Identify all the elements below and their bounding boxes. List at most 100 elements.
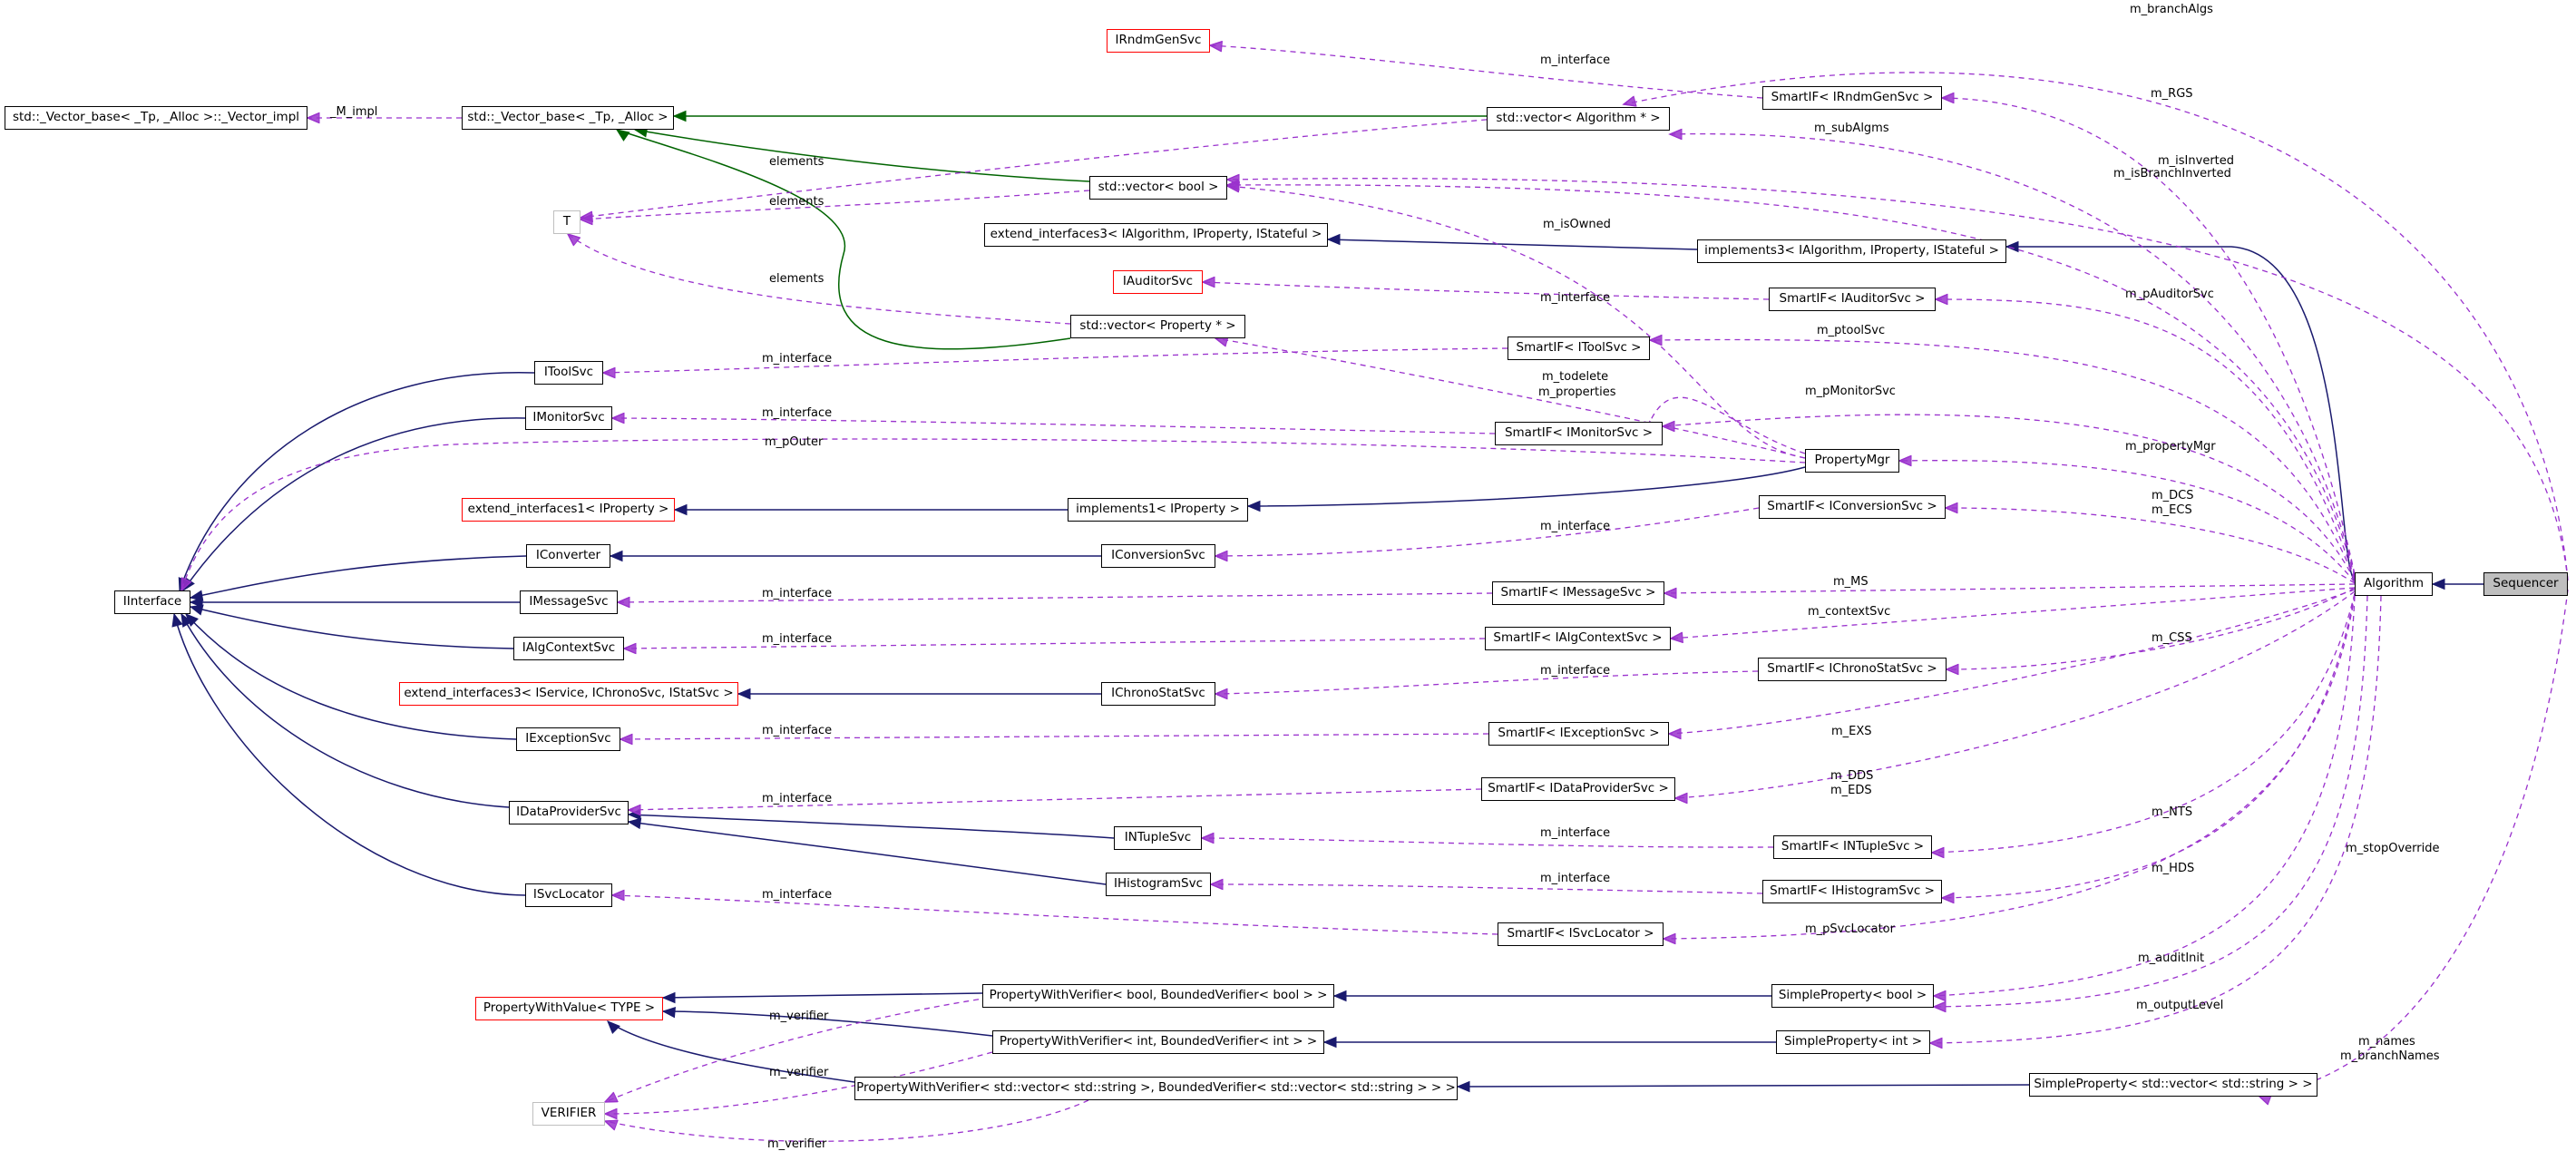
node-smartif-imessagesvc[interactable]: SmartIF< IMessageSvc > — [1492, 581, 1664, 605]
edge-propertymgr-iinterface — [181, 438, 1806, 592]
node-vector-base[interactable]: std::_Vector_base< _Tp, _Alloc > — [462, 106, 674, 130]
node-ichronostatsvc[interactable]: IChronoStatSvc — [1101, 682, 1215, 706]
node-itoolsvc[interactable]: IToolSvc — [534, 361, 603, 385]
node-isvclocator[interactable]: ISvcLocator — [525, 883, 612, 907]
node-extend-interfaces3-algorithm[interactable]: extend_interfaces3< IAlgorithm, IPropert… — [984, 223, 1328, 247]
edge-smartifconv-iconversionsvc — [1214, 507, 1760, 562]
node-imonitorsvc[interactable]: IMonitorSvc — [525, 406, 612, 430]
node-implements1[interactable]: implements1< IProperty > — [1068, 498, 1248, 522]
node-simpleproperty-bool[interactable]: SimpleProperty< bool > — [1771, 984, 1934, 1008]
node-iconverter[interactable]: IConverter — [526, 544, 610, 568]
edge-smartifctx-ialgcontextsvc — [622, 638, 1486, 655]
node-intuplesvc[interactable]: INTupleSvc — [1114, 826, 1202, 850]
node-iauditorsvc[interactable]: IAuditorSvc — [1113, 270, 1203, 294]
node-smartif-irndmgensvc[interactable]: SmartIF< IRndmGenSvc > — [1762, 86, 1942, 110]
edge-algorithm-smartifaud — [1934, 293, 2356, 580]
node-smartif-ialgcontextsvc[interactable]: SmartIF< IAlgContextSvc > — [1485, 627, 1671, 650]
edge-algorithm-smartifrndm — [1940, 92, 2356, 575]
node-propertywithvalue[interactable]: PropertyWithValue< TYPE > — [475, 997, 663, 1020]
node-smartif-iexceptionsvc[interactable]: SmartIF< IExceptionSvc > — [1488, 722, 1669, 746]
node-algorithm[interactable]: Algorithm — [2355, 572, 2433, 596]
node-ihistogramsvc[interactable]: IHistogramSvc — [1106, 873, 1211, 896]
edge-imessagesvc-iinterface — [189, 596, 520, 609]
edge-smartifrndm-irndmgensvc — [1208, 40, 1763, 99]
node-pwv-vector-string[interactable]: PropertyWithVerifier< std::vector< std::… — [854, 1077, 1458, 1100]
edge-pwvbool-pwv — [661, 991, 983, 1004]
edge-sequencer-vectoralg — [1622, 72, 2569, 581]
node-implements3[interactable]: implements3< IAlgorithm, IProperty, ISta… — [1697, 239, 2006, 263]
node-ialgcontextsvc[interactable]: IAlgContextSvc — [513, 637, 624, 660]
node-smartif-imonitorsvc[interactable]: SmartIF< IMonitorSvc > — [1495, 422, 1663, 445]
node-iconversionsvc[interactable]: IConversionSvc — [1101, 544, 1215, 568]
label-m-interface: m_interface — [762, 352, 833, 366]
label-m-interface: m_interface — [1540, 54, 1611, 67]
edge-isvclocator-iinterface — [171, 612, 526, 896]
label-m-hds: m_HDS — [2152, 862, 2195, 875]
node-smartif-iauditorsvc[interactable]: SmartIF< IAuditorSvc > — [1769, 288, 1936, 311]
label-m-rgs: m_RGS — [2151, 87, 2193, 101]
edge-smartifnt-intuplesvc — [1200, 832, 1774, 848]
node-pwv-int[interactable]: PropertyWithVerifier< int, BoundedVerifi… — [992, 1030, 1324, 1054]
node-pwv-bool[interactable]: PropertyWithVerifier< bool, BoundedVerif… — [982, 984, 1334, 1008]
node-iexceptionsvc[interactable]: IExceptionSvc — [516, 727, 620, 751]
node-sequencer[interactable]: Sequencer — [2483, 572, 2568, 596]
node-smartif-idataprovidersvc[interactable]: SmartIF< IDataProviderSvc > — [1481, 777, 1675, 801]
node-smartif-isvclocator[interactable]: SmartIF< ISvcLocator > — [1498, 922, 1664, 946]
edge-algorithm-implements3 — [2005, 240, 2356, 581]
label-m-interface: m_interface — [762, 406, 833, 420]
edge-algorithm-simplebool-b — [1932, 595, 2368, 1013]
edge-algorithm-smartifconv — [1944, 502, 2356, 584]
edge-algorithm-smartifnt — [1930, 592, 2356, 859]
node-extend-interfaces1[interactable]: extend_interfaces1< IProperty > — [462, 498, 675, 522]
node-idataprovidersvc[interactable]: IDataProviderSvc — [509, 801, 629, 824]
node-extend-interfaces3-service[interactable]: extend_interfaces3< IService, IChronoSvc… — [399, 682, 738, 706]
label-m-auditinit: m_auditInit — [2138, 951, 2205, 965]
edge-smartifaud-iauditorsvc — [1201, 276, 1770, 300]
edge-smartifloc-isvclocator — [610, 889, 1498, 935]
node-iinterface[interactable]: IInterface — [114, 590, 190, 614]
node-propertymgr[interactable]: PropertyMgr — [1805, 449, 1899, 473]
label-m-css: m_CSS — [2152, 631, 2192, 645]
label-m-isinverted: m_isInverted — [2158, 155, 2234, 167]
node-smartif-intuplesvc[interactable]: SmartIF< INTupleSvc > — [1773, 835, 1932, 859]
edge-intuplesvc-idataprovider — [627, 808, 1115, 839]
node-smartif-itoolsvc[interactable]: SmartIF< IToolSvc > — [1508, 337, 1650, 360]
node-vector-property[interactable]: std::vector< Property * > — [1070, 315, 1245, 338]
label-elements: elements — [769, 272, 825, 286]
node-simpleproperty-vector-string[interactable]: SimpleProperty< std::vector< std::string… — [2029, 1073, 2317, 1097]
node-verifier[interactable]: VERIFIER — [532, 1102, 605, 1126]
label-m-propertymgr: m_propertyMgr — [2125, 440, 2216, 454]
label-m-ecs: m_ECS — [2152, 503, 2192, 517]
label-m-interface: m_interface — [762, 724, 833, 737]
edge-vectorbase-vectorimpl — [306, 112, 462, 124]
node-irndmgensvc[interactable]: IRndmGenSvc — [1107, 29, 1210, 53]
node-vector-impl[interactable]: std::_Vector_base< _Tp, _Alloc >::_Vecto… — [5, 106, 307, 130]
edge-smartifmon-imonitorsvc — [610, 412, 1496, 434]
edge-ichronostatsvc-extif3svc — [737, 688, 1101, 700]
node-vector-algorithm[interactable]: std::vector< Algorithm * > — [1487, 107, 1670, 131]
label-m-pauditorsvc: m_pAuditorSvc — [2125, 288, 2214, 301]
edge-pwvint-verifier — [603, 1051, 993, 1120]
node-smartif-ichronostatsvc[interactable]: SmartIF< IChronoStatSvc > — [1758, 658, 1947, 681]
label-m-contextsvc: m_contextSvc — [1808, 605, 1891, 619]
node-smartif-ihistogramsvc[interactable]: SmartIF< IHistogramSvc > — [1762, 880, 1942, 903]
label-m-branchnames: m_branchNames — [2340, 1049, 2440, 1063]
node-simpleproperty-int[interactable]: SimpleProperty< int > — [1776, 1030, 1930, 1054]
edge-implements1-extif1 — [673, 503, 1068, 516]
node-t[interactable]: T — [553, 210, 581, 234]
node-imessagesvc[interactable]: IMessageSvc — [520, 590, 618, 614]
edge-propertymgr-vectorbool — [1225, 180, 1806, 459]
label-elements: elements — [769, 155, 825, 169]
label-m-isinverted-line: m_isInverted — [2158, 154, 2235, 168]
edge-vectorbool-vectorbase — [633, 126, 1090, 182]
label-m-pmonitorsvc: m_pMonitorSvc — [1805, 385, 1896, 398]
edge-ihistogramsvc-idataprovider — [627, 817, 1107, 885]
edge-implements3-extif3 — [1326, 233, 1698, 250]
label-m-interface: m_interface — [1540, 872, 1611, 885]
edge-iexceptionsvc-iinterface — [185, 613, 517, 740]
node-smartif-iconversionsvc[interactable]: SmartIF< IConversionSvc > — [1759, 495, 1946, 519]
node-vector-bool[interactable]: std::vector< bool > — [1089, 176, 1227, 200]
edge-algorithm-smartifchrono — [1945, 587, 2356, 676]
edge-idataprovider-iinterface — [181, 612, 510, 808]
edge-vectoralg-t — [579, 118, 1498, 223]
